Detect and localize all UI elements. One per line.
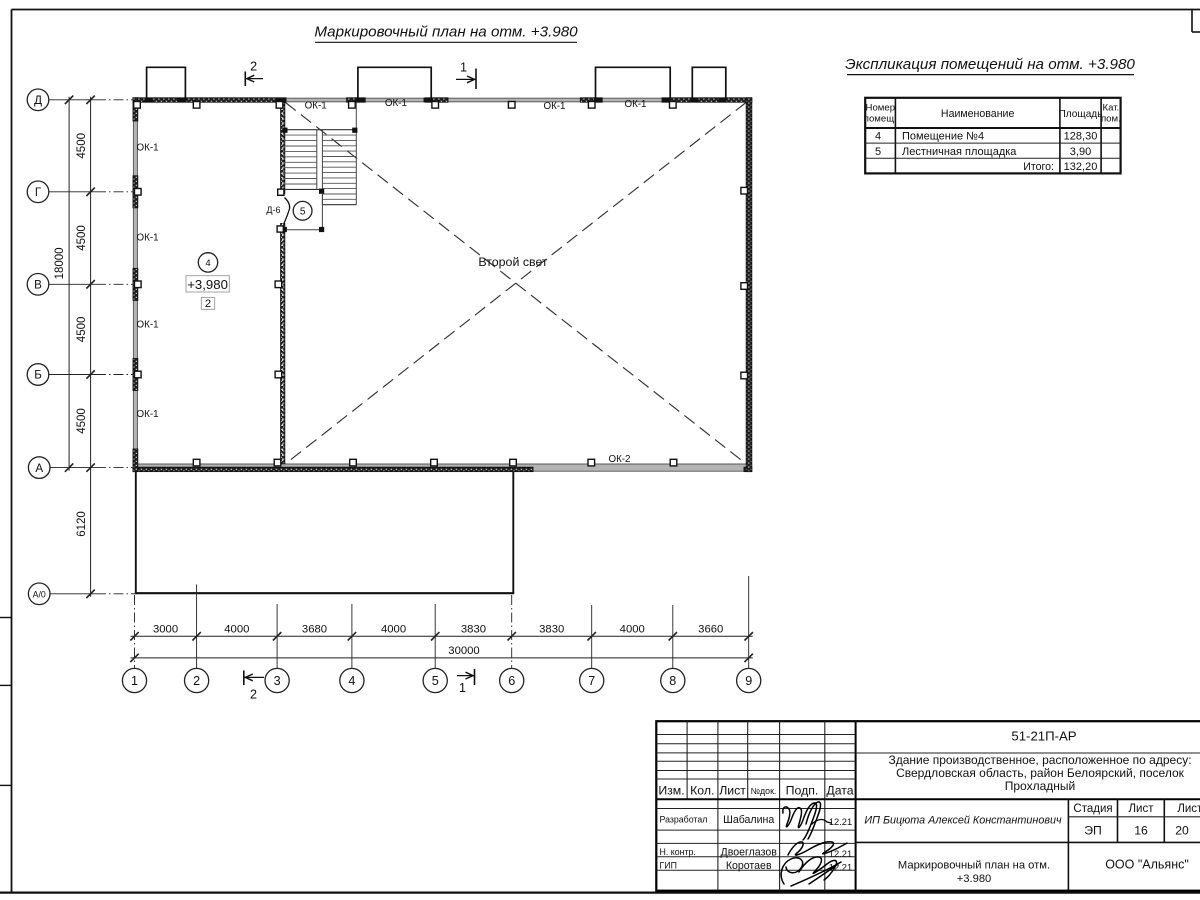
svg-text:4500: 4500: [76, 225, 88, 251]
svg-text:4: 4: [348, 674, 355, 688]
svg-text:Свердловская область, район Бе: Свердловская область, район Белоярский, …: [896, 766, 1185, 780]
svg-text:В: В: [34, 279, 42, 292]
svg-text:ЭП: ЭП: [1084, 824, 1102, 838]
svg-text:16: 16: [1134, 824, 1148, 838]
svg-text:Здание производственное, распо: Здание производственное, расположенное п…: [888, 753, 1191, 767]
svg-text:помещ.: помещ.: [864, 113, 897, 124]
svg-text:ГИП: ГИП: [660, 860, 677, 870]
svg-text:Лист: Лист: [719, 784, 746, 798]
svg-text:№док.: №док.: [751, 786, 777, 796]
svg-text:Изм.: Изм.: [658, 784, 684, 798]
svg-text:Разработал: Разработал: [660, 815, 708, 825]
svg-text:+3.980: +3.980: [957, 873, 992, 885]
svg-text:Б: Б: [34, 369, 42, 382]
svg-text:4500: 4500: [76, 133, 88, 159]
svg-text:3830: 3830: [539, 624, 564, 636]
svg-text:3: 3: [274, 674, 281, 688]
svg-text:6: 6: [508, 674, 515, 688]
svg-text:Д: Д: [34, 94, 42, 107]
svg-text:3660: 3660: [698, 624, 723, 636]
svg-text:+3,980: +3,980: [187, 277, 228, 292]
svg-text:ОК-1: ОК-1: [137, 409, 159, 420]
svg-text:3,90: 3,90: [1070, 146, 1091, 158]
svg-text:Кол.: Кол.: [690, 784, 714, 798]
svg-text:Стадия: Стадия: [1073, 803, 1112, 815]
svg-text:Итого:: Итого:: [1023, 161, 1054, 173]
svg-text:Листов: Листов: [1177, 803, 1200, 815]
svg-text:ОК-1: ОК-1: [305, 101, 327, 112]
svg-text:Дата: Дата: [826, 784, 853, 798]
svg-text:ОК-1: ОК-1: [385, 98, 407, 109]
svg-text:1: 1: [460, 61, 467, 75]
svg-text:128,30: 128,30: [1064, 131, 1098, 143]
svg-text:Прохладный: Прохладный: [1005, 779, 1075, 793]
svg-text:7: 7: [588, 674, 595, 688]
svg-text:Экспликация помещений на отм.: Экспликация помещений на отм. +3.980: [845, 56, 1135, 73]
svg-text:Подп.: Подп.: [786, 784, 819, 798]
svg-text:51-21П-АР: 51-21П-АР: [1011, 729, 1076, 744]
svg-text:4000: 4000: [381, 624, 406, 636]
svg-text:пом.: пом.: [1101, 113, 1121, 124]
svg-text:Лестничная площадка: Лестничная площадка: [902, 146, 1017, 158]
svg-text:Д-6: Д-6: [266, 205, 280, 215]
svg-text:5: 5: [432, 674, 439, 688]
svg-text:2: 2: [250, 688, 257, 702]
svg-text:ОК-1: ОК-1: [137, 320, 159, 331]
svg-text:Шабалина: Шабалина: [723, 814, 774, 826]
svg-text:4000: 4000: [224, 624, 249, 636]
svg-text:Номер: Номер: [866, 102, 896, 113]
svg-text:Второй свет: Второй свет: [478, 255, 548, 269]
svg-text:9: 9: [745, 674, 752, 688]
svg-text:Маркировочный план на отм.: Маркировочный план на отм.: [898, 859, 1050, 871]
svg-text:12.21: 12.21: [829, 817, 852, 827]
svg-text:Двоеглазов: Двоеглазов: [721, 847, 778, 859]
svg-text:4000: 4000: [620, 624, 645, 636]
svg-text:Площадь: Площадь: [1059, 109, 1103, 120]
svg-text:4500: 4500: [76, 317, 88, 343]
svg-text:132,20: 132,20: [1064, 161, 1098, 173]
svg-text:2: 2: [250, 60, 257, 74]
svg-text:ООО "Альянс": ООО "Альянс": [1105, 858, 1189, 872]
svg-text:5: 5: [300, 207, 306, 218]
svg-text:4: 4: [205, 258, 210, 269]
svg-text:Наименование: Наименование: [941, 108, 1015, 120]
svg-text:30000: 30000: [448, 645, 479, 657]
svg-text:Г: Г: [35, 186, 42, 199]
svg-text:12.21: 12.21: [829, 849, 852, 859]
svg-text:4500: 4500: [76, 408, 88, 434]
svg-text:Маркировочный план на отм. +3.: Маркировочный план на отм. +3.980: [314, 24, 578, 41]
svg-text:3000: 3000: [153, 624, 178, 636]
svg-text:ОК-1: ОК-1: [137, 142, 159, 153]
svg-text:18000: 18000: [54, 247, 66, 279]
svg-text:12.21: 12.21: [829, 863, 852, 873]
svg-text:2: 2: [193, 674, 200, 688]
svg-text:ИП Бицюта Алексей Константинов: ИП Бицюта Алексей Константинович: [864, 815, 1062, 827]
svg-text:3830: 3830: [461, 624, 486, 636]
svg-text:3680: 3680: [302, 624, 327, 636]
svg-text:Кат.: Кат.: [1102, 102, 1119, 113]
svg-text:А/0: А/0: [33, 589, 46, 599]
svg-text:20: 20: [1175, 824, 1189, 838]
svg-text:1: 1: [131, 674, 138, 688]
svg-text:5: 5: [875, 146, 881, 158]
svg-text:Коротаев: Коротаев: [726, 860, 772, 872]
svg-text:Лист: Лист: [1129, 803, 1155, 815]
svg-text:Н. контр.: Н. контр.: [660, 847, 696, 857]
svg-text:ОК-1: ОК-1: [137, 232, 159, 243]
svg-text:8: 8: [669, 674, 676, 688]
svg-text:А: А: [35, 462, 43, 475]
svg-text:ОК-2: ОК-2: [608, 454, 630, 465]
svg-text:ОК-1: ОК-1: [543, 101, 565, 112]
svg-text:1: 1: [459, 681, 466, 695]
svg-text:4: 4: [875, 131, 881, 143]
svg-text:6120: 6120: [76, 511, 88, 537]
svg-text:ОК-1: ОК-1: [624, 99, 646, 110]
svg-text:Помещение №4: Помещение №4: [902, 131, 984, 143]
svg-text:2: 2: [205, 298, 211, 310]
